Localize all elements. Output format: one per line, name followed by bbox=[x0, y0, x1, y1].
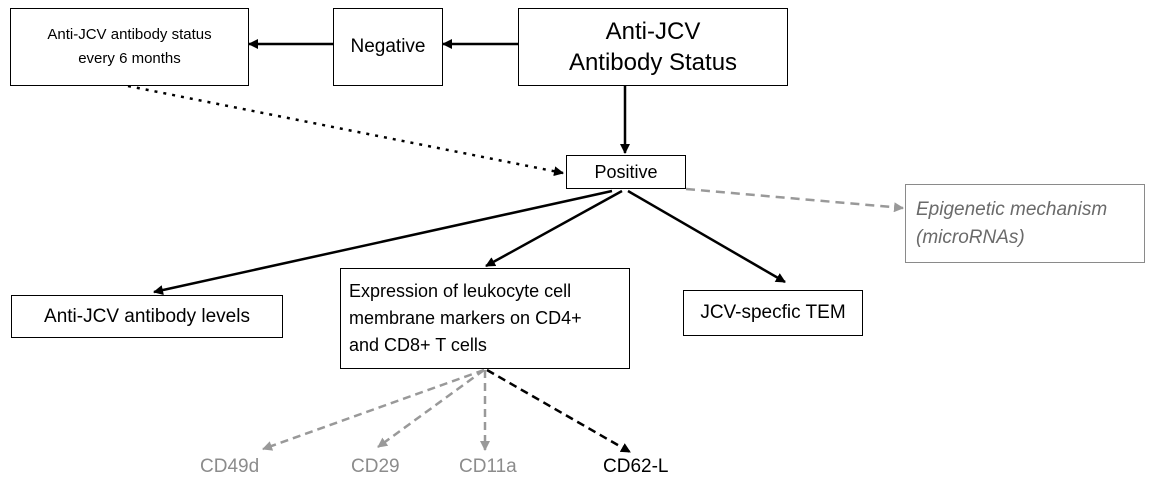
edge-positive-to-tem bbox=[627, 189, 786, 284]
node-every6: Anti-JCV antibody status every 6 months bbox=[10, 8, 249, 86]
marker-cd29: CD29 bbox=[351, 456, 400, 477]
marker-cd11a: CD11a bbox=[459, 456, 517, 477]
node-levels: Anti-JCV antibody levels bbox=[11, 295, 283, 338]
node-positive: Positive bbox=[566, 155, 686, 189]
node-status-label: Anti-JCV Antibody Status bbox=[568, 18, 738, 76]
marker-cd49d: CD49d bbox=[200, 456, 260, 477]
edge-expression-to-cd49d bbox=[262, 368, 485, 451]
node-levels-label: Anti-JCV antibody levels bbox=[44, 305, 250, 327]
edge-expression-to-cd62l bbox=[486, 368, 631, 454]
edge-positive-to-levels bbox=[153, 189, 613, 295]
edge-expression-to-cd29 bbox=[377, 368, 485, 449]
node-every6-label: Anti-JCV antibody status every 6 months bbox=[47, 26, 212, 67]
node-positive-label: Positive bbox=[594, 161, 658, 182]
node-negative: Negative bbox=[333, 8, 443, 86]
node-expression: Expression of leukocyte cell membrane ma… bbox=[340, 268, 630, 369]
node-epigenetic-label: Epigenetic mechanism (microRNAs) bbox=[916, 198, 1108, 248]
node-tem-label: JCV-specfic TEM bbox=[700, 302, 846, 323]
edge-every6-to-positive bbox=[127, 84, 564, 177]
node-status: Anti-JCV Antibody Status bbox=[518, 8, 788, 86]
edge-positive-to-epigenetic bbox=[685, 187, 904, 213]
node-tem: JCV-specfic TEM bbox=[683, 290, 863, 336]
node-negative-label: Negative bbox=[350, 36, 426, 57]
edge-positive-to-expression bbox=[485, 189, 623, 268]
node-epigenetic: Epigenetic mechanism (microRNAs) bbox=[905, 184, 1145, 263]
marker-cd62l: CD62-L bbox=[603, 456, 669, 477]
node-expression-label: Expression of leukocyte cell membrane ma… bbox=[349, 281, 582, 355]
